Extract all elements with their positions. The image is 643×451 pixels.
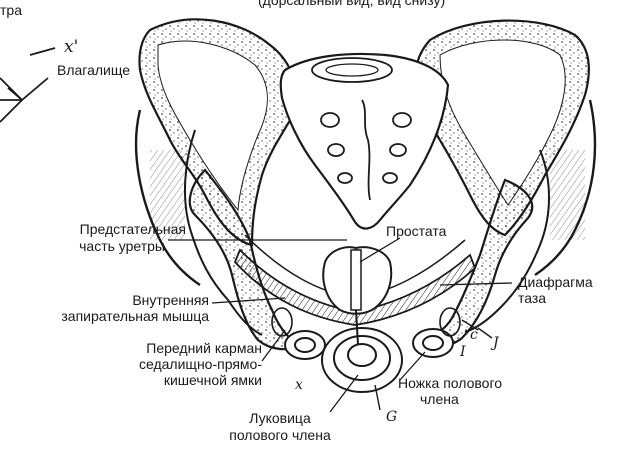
top-right-fragment-text: (дорсальный вид; вид снизу) — [258, 0, 445, 8]
bulb-penis-label-line1: Луковица — [210, 410, 350, 426]
prostate-label: Простата — [386, 223, 446, 239]
internal-sphincter-label-line1: Внутренняя — [0, 292, 209, 308]
crus-penis-label-line1: Ножка полового — [398, 375, 502, 391]
bulb-penis-label-line2: полового члена — [210, 427, 350, 443]
mark-x: x — [295, 378, 303, 392]
mark-x-prime: x' — [64, 40, 78, 54]
pelvic-diaphragm-label-line2: таза — [518, 290, 546, 306]
crus-penis-label-line2: члена — [420, 391, 459, 407]
internal-sphincter-label-line2: запирательная мышца — [0, 308, 209, 324]
crus-left — [285, 331, 325, 359]
mark-j: J — [493, 336, 499, 350]
mark-c: c — [470, 328, 478, 342]
anterior-recess-label-line1: Передний карман — [0, 340, 262, 356]
prostatic-urethra-label-line2: часть уретры — [0, 238, 165, 254]
top-left-fragment-text: тра — [0, 2, 22, 18]
anterior-recess-label-line2: седалищно-прямо- — [0, 356, 262, 372]
crus-right — [413, 329, 453, 357]
prostatic-urethra-label-line1: Предстательная — [0, 221, 186, 237]
vagina-label: Влагалище — [57, 62, 130, 78]
pelvic-diaphragm-label-line1: Диафрагма — [518, 274, 593, 290]
mark-g: G — [386, 410, 397, 424]
inset-fragment — [0, 48, 55, 122]
bulb-of-penis — [322, 328, 402, 392]
anterior-recess-label-line3: кишечной ямки — [0, 372, 262, 388]
mark-i: I — [460, 345, 466, 359]
